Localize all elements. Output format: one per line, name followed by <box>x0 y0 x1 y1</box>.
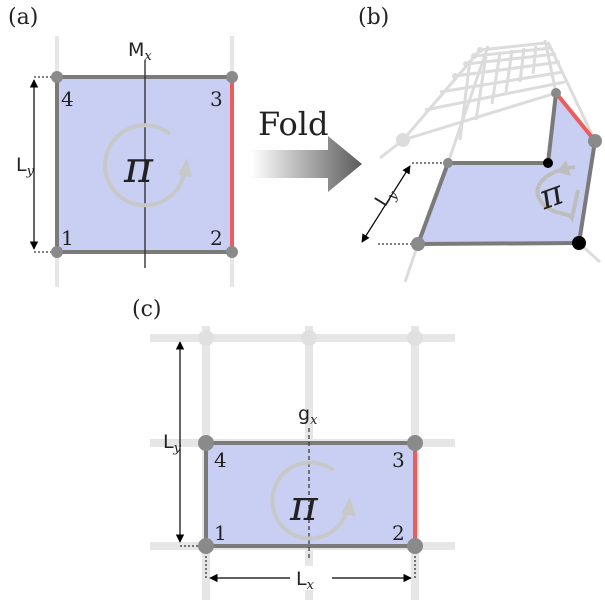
flux-b-circulation-arrow <box>535 165 580 224</box>
flux-c-circulation-arrow <box>270 460 350 541</box>
lattice-node <box>51 71 63 83</box>
corner-label-4: 4 <box>61 87 74 111</box>
special-node-large <box>572 236 586 250</box>
ly-b-dimension-arrow <box>361 165 411 243</box>
flux-b-arrowhead <box>557 160 571 176</box>
corner-label-2: 2 <box>210 226 223 250</box>
lx-label-bg <box>290 566 332 590</box>
plaquette-b <box>418 93 595 244</box>
lx-label: Lx <box>296 568 315 593</box>
flux-arrowhead <box>178 158 192 177</box>
flux-c-arrowhead <box>341 497 356 516</box>
corner-c-label-1: 1 <box>214 521 227 545</box>
lattice-node <box>443 158 453 168</box>
glide-label: gx <box>298 403 318 428</box>
lattice-node <box>588 134 602 148</box>
corner-label-1: 1 <box>61 226 74 250</box>
panel-c: (c) gx π Ly <box>132 297 455 600</box>
plaquette-b-edge <box>417 241 580 246</box>
lattice-node <box>226 246 238 258</box>
special-node-small <box>543 158 553 168</box>
ly-label: Ly <box>16 154 35 179</box>
panel-c-lattice-nodes <box>198 330 423 346</box>
lattice-node <box>226 71 238 83</box>
corner-label-3: 3 <box>210 87 223 111</box>
panel-c-label: (c) <box>132 297 162 322</box>
lattice-node <box>411 237 425 251</box>
pi-flux-label: π <box>123 142 154 193</box>
lattice-node <box>407 538 423 554</box>
corner-c-label-2: 2 <box>392 521 405 545</box>
plaquette-b-edge-highlight <box>554 91 597 143</box>
pi-c-label: π <box>289 481 319 530</box>
lattice-node <box>551 88 561 98</box>
plaquette-b-edge <box>546 92 558 164</box>
fold-arrow-group: Fold <box>252 105 362 192</box>
plaquette-b-edge <box>577 140 597 244</box>
corner-c-label-4: 4 <box>214 448 227 472</box>
flux-circulation-arrow <box>103 123 188 208</box>
fold-arrow <box>252 136 362 192</box>
panel-a: (a) Mx π Ly 1 2 3 4 <box>8 5 238 287</box>
lattice-node <box>407 435 423 451</box>
panel-b-label: (b) <box>358 5 389 30</box>
fold-label: Fold <box>258 105 328 143</box>
plaquette-b-edge <box>416 162 450 245</box>
plaquette-c <box>206 443 415 546</box>
lattice-node <box>51 246 63 258</box>
corner-c-label-3: 3 <box>392 448 405 472</box>
ly-c-label: Ly <box>163 431 182 456</box>
panel-a-label: (a) <box>8 5 38 30</box>
lattice-node <box>198 435 214 451</box>
mirror-label: Mx <box>128 39 152 64</box>
lattice-node <box>198 538 214 554</box>
panel-b-lattice-tube <box>379 39 602 283</box>
panel-b: (b) <box>358 5 602 283</box>
